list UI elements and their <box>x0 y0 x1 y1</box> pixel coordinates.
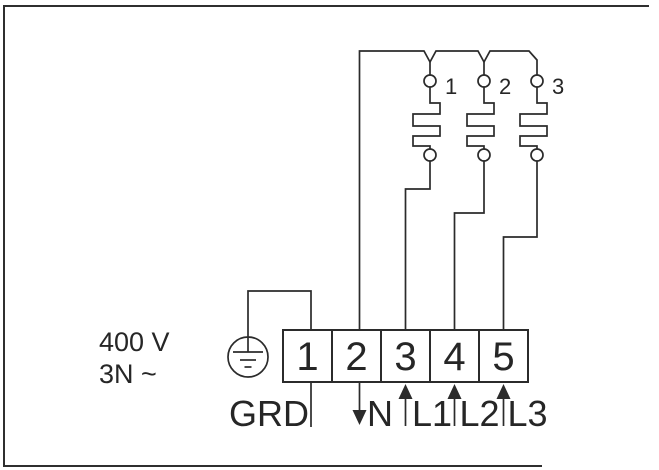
terminal-5-number: 5 <box>492 335 514 379</box>
fuse-2-element <box>466 87 495 149</box>
terminal-4-number: 4 <box>443 335 465 379</box>
neutral-label: N <box>367 393 393 434</box>
fuse-2-drop-wire <box>453 161 485 330</box>
page-border <box>3 5 649 467</box>
fuse-2: 2 <box>453 74 511 330</box>
fuse-1-label: 1 <box>445 74 457 99</box>
neutral-down-arrow-icon <box>352 410 367 425</box>
fuse-3-drop-wire <box>502 161 538 330</box>
line1-label: L1 <box>412 393 452 434</box>
ground-label: GRD <box>229 393 309 434</box>
line3-lead: L3 <box>496 384 548 434</box>
terminal-block: 1 2 3 4 5 <box>282 329 529 383</box>
fuse-3-element <box>519 87 548 149</box>
terminal-2-number: 2 <box>345 335 367 379</box>
fuse-2-bottom-contact <box>477 148 491 162</box>
fuse-2-top-contact <box>477 74 491 88</box>
ground-loop-wire <box>247 290 312 337</box>
supply-system-label: 3N ~ <box>99 359 157 389</box>
fuse-1-bottom-contact <box>423 148 437 162</box>
fuse-1-top-contact <box>423 74 437 88</box>
fuse-3-bottom-contact <box>530 148 544 162</box>
fuse-1-element <box>412 87 441 149</box>
ground-symbol <box>227 290 312 378</box>
supply-voltage-label: 400 V <box>99 327 170 357</box>
line2-lead: L2 <box>447 384 500 434</box>
terminal-block-outline <box>282 329 529 383</box>
fuse-3-label: 3 <box>552 74 564 99</box>
line2-label: L2 <box>460 393 500 434</box>
terminal-1-number: 1 <box>296 335 318 379</box>
terminal-dividers <box>331 330 480 382</box>
fuse-3-top-contact <box>530 74 544 88</box>
fuse-2-label: 2 <box>499 74 511 99</box>
terminal-3-number: 3 <box>394 335 416 379</box>
line3-up-arrow-icon <box>496 384 511 399</box>
line3-label: L3 <box>508 393 548 434</box>
supply-rating: 400 V 3N ~ <box>99 327 170 389</box>
line1-up-arrow-icon <box>398 384 413 399</box>
fuse-3: 3 <box>502 74 564 330</box>
neutral-lead: N <box>352 382 393 434</box>
fuse-1-drop-wire <box>404 161 431 330</box>
fuse-1: 1 <box>404 74 457 330</box>
line2-up-arrow-icon <box>447 384 462 399</box>
neutral-bus-wire <box>358 50 538 330</box>
ground-lead: GRD <box>229 382 312 434</box>
line1-lead: L1 <box>398 384 452 434</box>
